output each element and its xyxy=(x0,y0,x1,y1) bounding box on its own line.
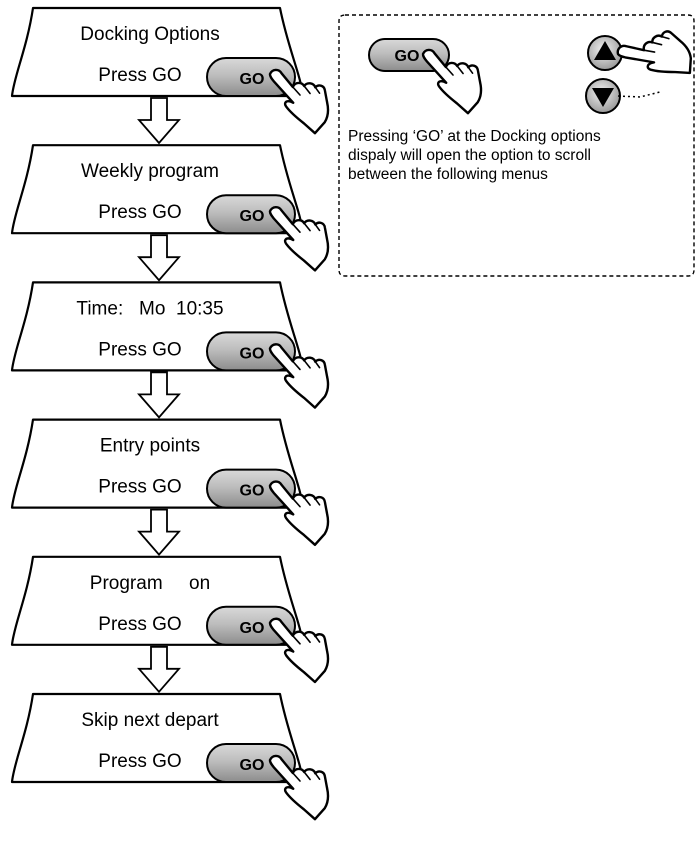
go-button-label: GO xyxy=(240,483,265,500)
scroll-down-button[interactable] xyxy=(585,78,621,114)
go-button-label: GO xyxy=(240,208,265,225)
go-button[interactable]: GO xyxy=(206,331,296,372)
go-button-label: GO xyxy=(240,757,265,774)
scroll-pointing-hand-icon xyxy=(614,12,696,94)
press-go-text: Press GO xyxy=(98,65,181,86)
screen-title: Docking Options xyxy=(80,24,219,45)
legend-go-label: GO xyxy=(395,48,420,65)
legend-note-line-2: dispaly will open the option to scroll xyxy=(348,147,591,164)
press-go-text: Press GO xyxy=(98,477,181,498)
screen-title: Program on xyxy=(90,573,210,594)
legend-box: GO Pressing ‘GO’ at the Docking options … xyxy=(338,12,696,277)
legend-note-line-1: Pressing ‘GO’ at the Docking options xyxy=(348,128,601,145)
screen-title: Skip next depart xyxy=(81,710,219,731)
up-triangle-icon xyxy=(594,41,616,60)
menu-screen-step: Program on Press GO GO xyxy=(10,555,339,694)
press-go-text: Press GO xyxy=(98,339,181,360)
go-button-label: GO xyxy=(240,620,265,637)
down-arrow-icon xyxy=(137,645,181,694)
down-triangle-icon xyxy=(592,88,614,107)
scroll-up-button[interactable] xyxy=(587,35,623,71)
go-button[interactable]: GO xyxy=(206,57,296,97)
go-button[interactable]: GO xyxy=(206,605,296,646)
go-button[interactable]: GO xyxy=(206,468,296,509)
down-arrow-icon xyxy=(137,371,181,419)
go-button-label: GO xyxy=(240,345,265,362)
screen-title: Entry points xyxy=(100,436,200,457)
press-go-text: Press GO xyxy=(98,751,181,772)
go-button[interactable]: GO xyxy=(206,194,296,235)
down-arrow-icon xyxy=(137,97,181,145)
screen-title: Time: Mo 10:35 xyxy=(76,298,223,319)
press-go-text: Press GO xyxy=(98,614,181,635)
go-button[interactable]: GO xyxy=(206,743,296,783)
screen-title: Weekly program xyxy=(81,161,219,182)
legend-note-line-3: between the following menus xyxy=(348,166,548,183)
down-arrow-icon xyxy=(137,508,181,556)
dotted-hand-motion-icon xyxy=(617,91,661,98)
legend-border xyxy=(338,14,695,277)
go-button-label: GO xyxy=(240,71,265,88)
down-arrow-icon xyxy=(137,234,181,282)
press-go-text: Press GO xyxy=(98,202,181,223)
